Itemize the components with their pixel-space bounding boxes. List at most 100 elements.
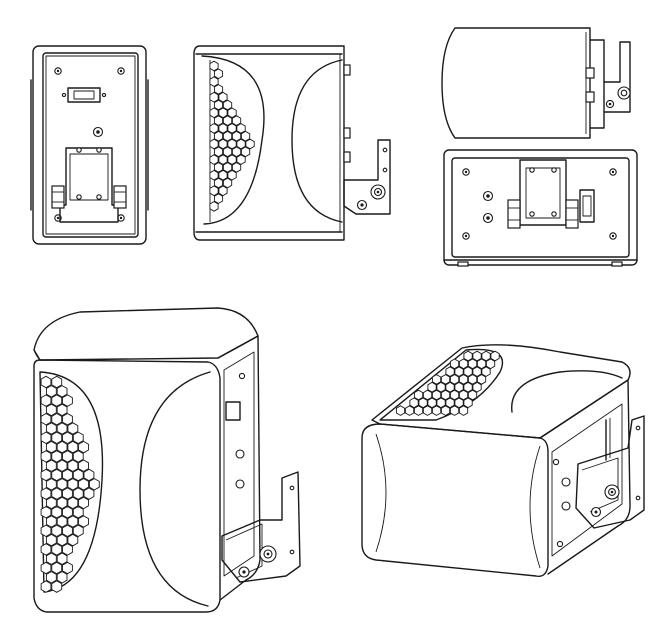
grille-hex-cell	[78, 459, 89, 472]
grille-hex-cell	[227, 138, 237, 150]
grille-hex-cell	[395, 405, 406, 416]
grille-hex-cell	[51, 561, 63, 575]
grille-hex-cell	[51, 431, 63, 445]
grille-hex-cell	[62, 394, 73, 407]
grille-hex-cell	[231, 162, 242, 173]
grille-hex-cell	[56, 515, 68, 528]
grille-hex-cell	[40, 394, 52, 407]
grille-hex-cell	[45, 422, 57, 435]
bottom-view	[443, 149, 638, 267]
grille-hex-cell	[45, 515, 57, 528]
grille-hex-cell	[227, 154, 237, 165]
grille-hex-cell	[51, 505, 63, 519]
grille-hex-cell	[422, 405, 433, 416]
grille-hex-cell	[218, 107, 228, 119]
grille-hex-cell	[427, 381, 437, 393]
iso-tilted-view	[361, 344, 645, 577]
grille-hex-cell	[485, 358, 496, 370]
grille-hex-cell	[72, 505, 84, 519]
grille-hex-cell	[218, 154, 228, 165]
grille-hex-cell	[72, 450, 84, 463]
grille-hex-cell	[209, 60, 219, 72]
grille-hex-cell	[431, 374, 442, 385]
grille-hex-cell	[227, 123, 237, 134]
grille-hex-cell	[472, 366, 482, 377]
grille-hex-cell	[231, 146, 242, 158]
grille-hex-cell	[222, 146, 233, 158]
grille-hex-cell	[418, 397, 428, 409]
grille-hex-cell	[51, 543, 63, 556]
grille-hex-cell	[463, 366, 473, 377]
side-view	[193, 45, 391, 241]
grille-hex-cell	[213, 68, 224, 80]
grille-hex-cell	[213, 99, 224, 111]
grille-hex-cell	[67, 515, 79, 528]
grille-hex-cell	[209, 107, 219, 119]
grille-hex-cell	[427, 397, 437, 409]
grille-hex-cell	[213, 130, 224, 142]
grille-hex-cell	[56, 496, 68, 510]
grille-hex-cell	[213, 162, 224, 173]
grille-hex-cell	[83, 468, 95, 482]
grille-hex-cell	[67, 496, 79, 510]
grille-hex-cell	[449, 405, 460, 416]
grille-hex-cell	[67, 422, 79, 435]
grille-hex-cell	[449, 358, 460, 370]
grille-hex-cell	[213, 115, 224, 126]
grille-hex-cell	[458, 405, 469, 416]
grille-hex-cell	[209, 123, 219, 134]
grille-hex-cell	[40, 580, 52, 593]
grille-hex-cell	[458, 374, 469, 385]
grille-hex-cell	[222, 162, 233, 173]
grille-hex-cell	[490, 350, 500, 362]
grille-hex-cell	[56, 440, 68, 454]
grille-hex-cell	[436, 397, 446, 409]
grille-hex-cell	[218, 138, 228, 150]
grille-hex-cell	[218, 169, 228, 181]
grille-hex-cell	[72, 431, 84, 445]
grille-hex-cell	[209, 138, 219, 150]
grille-hex-cell	[51, 375, 63, 389]
grille-hex-cell	[40, 412, 52, 426]
grille-hex-cell	[45, 459, 57, 472]
grille-hex-cell	[472, 350, 482, 362]
grille-hex-cell	[67, 533, 79, 547]
grille-hex-cell	[67, 440, 79, 454]
grille-hex-cell	[45, 552, 57, 565]
grille-hex-cell	[476, 374, 487, 385]
grille-hex-cell	[51, 580, 63, 593]
grille-hex-cell	[45, 533, 57, 547]
grille-hex-cell	[83, 487, 95, 500]
rear-view	[30, 45, 149, 245]
grille-hex-cell	[222, 130, 233, 142]
grille-hex-cell	[454, 397, 464, 409]
iso-front-view	[33, 307, 301, 613]
grille-hex-cell	[245, 138, 255, 150]
grille-hex-cell	[213, 84, 224, 95]
grille-hex-cell	[209, 201, 219, 212]
grille-hex-cell	[213, 193, 224, 204]
grille-hex-cell	[222, 177, 233, 189]
grille-hex-cell	[222, 99, 233, 111]
grille-hex-cell	[218, 185, 228, 197]
grille-hex-cell	[236, 123, 246, 134]
grille-hex-cell	[467, 374, 478, 385]
iso-front-grille-hex-pattern	[40, 375, 100, 593]
grille-hex-cell	[78, 478, 89, 491]
grille-hex-cell	[67, 478, 79, 491]
grille-hex-cell	[56, 422, 68, 435]
grille-hex-cell	[467, 358, 478, 370]
grille-hex-cell	[454, 366, 464, 377]
grille-hex-cell	[449, 374, 460, 385]
grille-hex-cell	[51, 487, 63, 500]
grille-hex-cell	[62, 524, 73, 538]
grille-hex-cell	[218, 91, 228, 103]
grille-hex-cell	[51, 394, 63, 407]
grille-hex-cell	[40, 524, 52, 538]
grille-hex-cell	[56, 403, 68, 417]
grille-hex-cell	[56, 571, 68, 584]
grille-hex-cell	[51, 412, 63, 426]
grille-hex-cell	[236, 154, 246, 165]
grille-hex-cell	[231, 115, 242, 126]
grille-hex-cell	[227, 169, 237, 181]
